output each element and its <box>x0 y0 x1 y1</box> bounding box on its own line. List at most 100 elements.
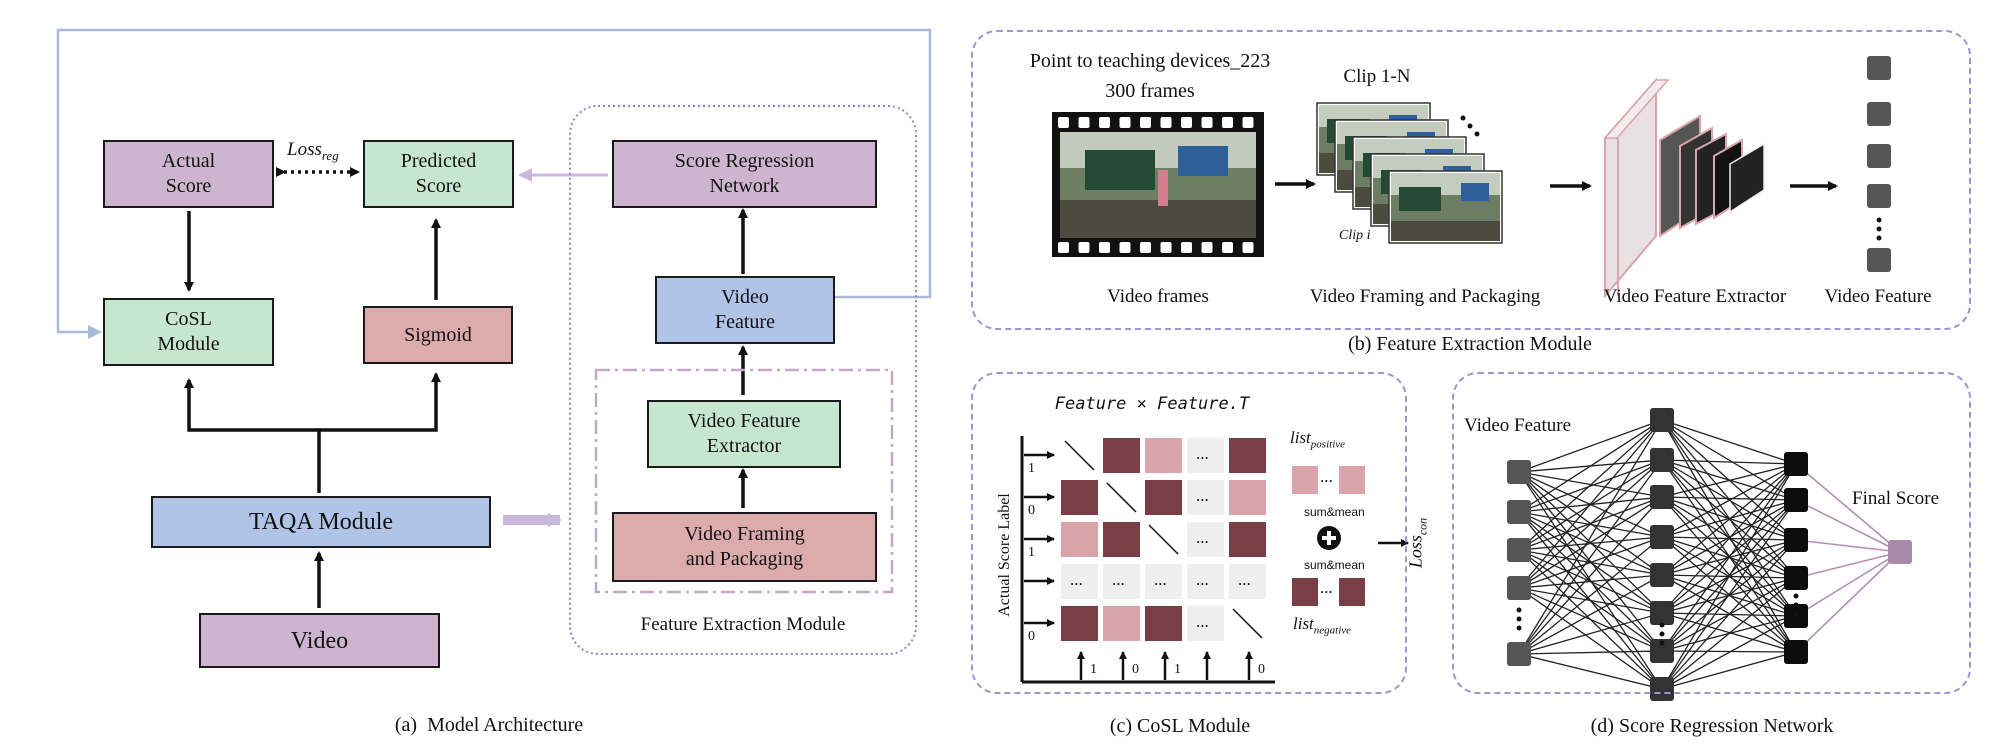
sigmoid-box: Sigmoid <box>363 306 513 364</box>
film-hole <box>1222 242 1233 253</box>
loss-reg-subscript: reg <box>321 147 339 163</box>
nn-input-ellipsis <box>1516 625 1522 631</box>
extractor-label: Video Feature Extractor <box>1603 286 1787 307</box>
film-hole <box>1242 242 1254 253</box>
framing-packaging-label: Video Framing and Packaging <box>1309 286 1541 307</box>
film-hole <box>1201 242 1213 253</box>
video-feature-label: Video Feature <box>1824 286 1932 307</box>
nn-hidden-node <box>1650 408 1674 432</box>
nn-hidden-node <box>1650 485 1674 509</box>
nn-edge <box>1661 615 1797 690</box>
nn-edge <box>1518 419 1663 473</box>
nn-hidden-node-2 <box>1784 640 1808 664</box>
film-hole <box>1201 117 1213 128</box>
matrix-cell <box>1061 522 1098 557</box>
film-hole <box>1099 242 1110 253</box>
matrix-cell <box>1187 564 1224 599</box>
matrix-cell <box>1187 438 1224 473</box>
nn-input-ellipsis <box>1516 616 1522 622</box>
film-hole <box>1078 117 1090 128</box>
nn-edge <box>1661 463 1797 498</box>
film-hole <box>1181 117 1192 128</box>
list-negative-label: listnegative <box>1293 614 1351 636</box>
nn-edges <box>1518 419 1901 690</box>
row-label: 1 <box>1028 461 1035 476</box>
nn-edge <box>1661 459 1797 465</box>
nn-output-label: Final Score <box>1852 488 1940 509</box>
nn-edge <box>1518 536 1663 589</box>
fe-inner-border <box>594 368 894 594</box>
col-label: 0 <box>1132 662 1139 677</box>
caption-a: (a) Model Architecture <box>394 714 584 736</box>
caption-d: (d) Score Regression Network <box>1590 715 1834 737</box>
matrix-cell <box>1187 522 1224 557</box>
nn-hidden-node <box>1650 525 1674 549</box>
nn-hidden-node <box>1650 563 1674 587</box>
nn-edge <box>1518 536 1663 655</box>
matrix-cell <box>1061 564 1098 599</box>
matrix-cell <box>1187 480 1224 515</box>
feedback-loop-line <box>56 28 932 339</box>
actual-score-box: Actual Score <box>103 140 274 208</box>
video-feature-box: Video Feature <box>655 276 835 344</box>
loss-reg-label: Lossreg <box>287 139 339 164</box>
nn-hidden-ellipsis <box>1659 640 1665 646</box>
nn-edge <box>1518 459 1663 513</box>
nn-edge <box>1661 463 1797 614</box>
matrix-ellipsis: ... <box>1238 570 1251 589</box>
nn-edge <box>1661 499 1797 576</box>
nn-edge <box>1518 587 1663 652</box>
nn-edge <box>1661 463 1797 652</box>
taqa-split-line-right <box>319 372 441 432</box>
nn-hidden-node <box>1650 639 1674 663</box>
sample-title: Point to teaching devices_223 <box>1029 50 1271 72</box>
film-hole <box>1078 242 1090 253</box>
nn-edge <box>1661 419 1797 465</box>
nn-output-edge <box>1795 499 1901 553</box>
nn-nodes <box>1507 408 1912 701</box>
caption-b: (b) Feature Extraction Module <box>1348 333 1592 355</box>
nn-edge <box>1518 419 1663 589</box>
nn-hidden-ellipsis <box>1659 622 1665 628</box>
loss-con-label: Losscon <box>1406 518 1431 568</box>
nn-edge <box>1661 539 1797 690</box>
matrix-ellipsis: ... <box>1112 570 1125 589</box>
nn-hidden2-ellipsis <box>1793 602 1799 608</box>
nn-output-edge <box>1795 539 1901 553</box>
cosl-y-axis-label: Actual Score Label <box>996 493 1013 617</box>
nn-edge <box>1518 419 1663 513</box>
matrix-cell <box>1103 438 1140 473</box>
nn-edge <box>1661 499 1797 538</box>
positive-list <box>1292 466 1365 494</box>
nn-edge <box>1661 496 1797 501</box>
cosl-matrix <box>1061 438 1266 641</box>
film-hole <box>1160 117 1172 128</box>
nn-edge <box>1518 653 1663 690</box>
nn-hidden2-ellipsis <box>1793 611 1799 617</box>
matrix-diagonal-line <box>1106 482 1137 513</box>
clip-frame <box>1388 170 1503 244</box>
nn-edge <box>1518 574 1663 589</box>
frames-count: 300 frames <box>1105 80 1195 102</box>
film-hole <box>1058 117 1069 128</box>
list-positive-text: list <box>1290 428 1311 447</box>
video-feature-extractor-box: Video Feature Extractor <box>647 400 841 468</box>
matrix-cell <box>1145 564 1182 599</box>
nn-output-edge <box>1795 463 1901 553</box>
panel-d-border <box>1452 372 1971 694</box>
cosl-axes <box>1020 436 1275 684</box>
nn-hidden-node <box>1650 677 1674 701</box>
nn-input-node <box>1507 642 1531 666</box>
row-label: 1 <box>1028 545 1035 560</box>
matrix-cell <box>1103 564 1140 599</box>
plus-circle-icon <box>1317 526 1341 550</box>
loss-con-text: Loss <box>1405 535 1426 569</box>
film-hole <box>1140 117 1151 128</box>
nn-hidden-node-2 <box>1784 452 1808 476</box>
fe-module-label: Feature Extraction Module <box>640 614 846 635</box>
nn-edge <box>1518 587 1663 690</box>
film-hole <box>1058 242 1069 253</box>
matrix-ellipsis: ... <box>1196 612 1209 631</box>
nn-edge <box>1661 463 1797 690</box>
film-hole <box>1181 242 1192 253</box>
